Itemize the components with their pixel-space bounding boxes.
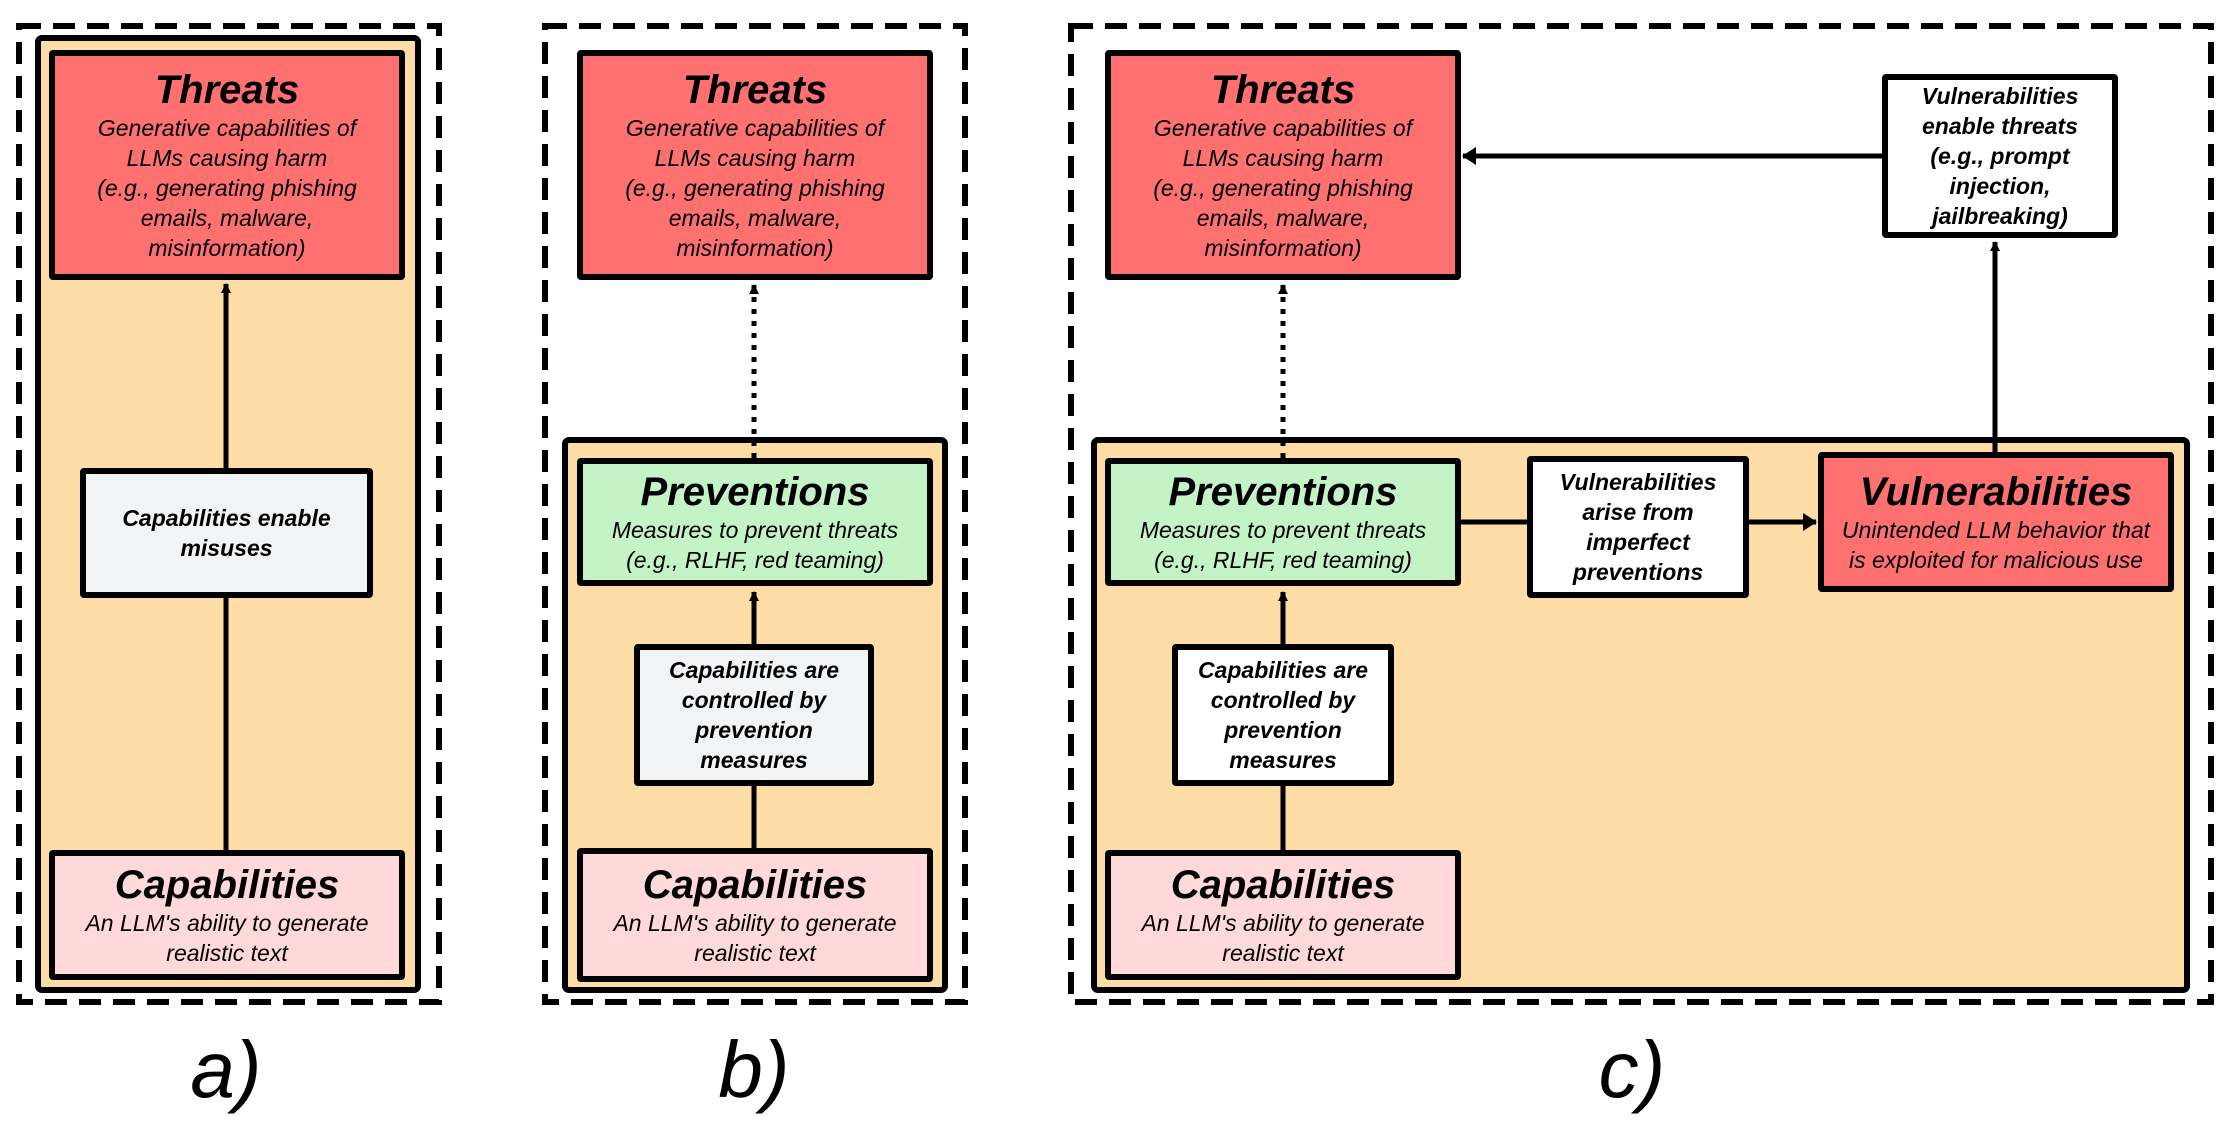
enable-label-line: Vulnerabilities (1921, 83, 2079, 109)
vulnerabilities-title: Vulnerabilities (1859, 470, 2133, 514)
capabilities-desc-line: An LLM's ability to generate (613, 910, 897, 936)
threats-desc-line: misinformation) (1204, 235, 1362, 261)
arise-label-line: arise from (1582, 499, 1694, 525)
panel-b-preventions-box: Preventions Measures to prevent threats … (577, 458, 933, 586)
threats-desc-line: emails, malware, (1196, 205, 1370, 231)
panel-c-capabilities-box: Capabilities An LLM's ability to generat… (1105, 850, 1461, 980)
capabilities-title: Capabilities (642, 863, 868, 907)
threats-title: Threats (1210, 68, 1356, 112)
panel-b-caption: b) (718, 1025, 790, 1114)
panel-c-link-label: Capabilities are controlled by preventio… (1172, 644, 1394, 786)
panel-b-threats-box: Threats Generative capabilities of LLMs … (577, 50, 933, 280)
panel-c-caption: c) (1598, 1025, 1666, 1114)
capabilities-desc-line: realistic text (166, 940, 288, 966)
capabilities-desc-line: realistic text (694, 940, 816, 966)
capabilities-desc-line: An LLM's ability to generate (1141, 910, 1425, 936)
panel-b-frame (542, 23, 968, 1005)
panel-c-frame (1068, 23, 2214, 1005)
panel-a-frame (16, 23, 442, 1005)
panel-c-preventions-box: Preventions Measures to prevent threats … (1105, 458, 1461, 586)
panel-a-link-label: Capabilities enable misuses (80, 468, 373, 598)
preventions-desc-line: Measures to prevent threats (1139, 517, 1427, 543)
arise-label-line: preventions (1572, 559, 1704, 585)
link-label-line: Capabilities are (668, 657, 840, 683)
capabilities-desc-line: realistic text (1222, 940, 1344, 966)
panel-b-capabilities-box: Capabilities An LLM's ability to generat… (577, 848, 933, 982)
link-label-line: controlled by (681, 687, 827, 713)
preventions-desc-line: Measures to prevent threats (611, 517, 899, 543)
enable-label-line: jailbreaking) (1932, 203, 2068, 229)
vulnerabilities-desc-line: Unintended LLM behavior that (1841, 517, 2151, 543)
capabilities-desc-line: An LLM's ability to generate (85, 910, 369, 936)
threats-desc-line: emails, malware, (668, 205, 842, 231)
threats-desc-line: misinformation) (676, 235, 834, 261)
link-label-line: prevention (1224, 717, 1342, 743)
threats-desc-line: (e.g., generating phishing (97, 175, 357, 201)
preventions-title: Preventions (640, 470, 870, 514)
enable-label-line: injection, (1949, 173, 2051, 199)
threats-desc-line: Generative capabilities of (97, 115, 357, 141)
preventions-title: Preventions (1168, 470, 1398, 514)
threats-desc-line: (e.g., generating phishing (625, 175, 885, 201)
panel-b-link-label: Capabilities are controlled by preventio… (634, 644, 874, 786)
threats-desc-line: Generative capabilities of (625, 115, 885, 141)
enable-label-line: enable threats (1922, 113, 2078, 139)
link-label-line: misuses (180, 535, 273, 561)
arise-label-line: Vulnerabilities (1559, 469, 1717, 495)
threats-desc-line: LLMs causing harm (1182, 145, 1384, 171)
panel-c-arise-label: Vulnerabilities arise from imperfect pre… (1527, 456, 1749, 598)
threats-desc-line: (e.g., generating phishing (1153, 175, 1413, 201)
panel-c-threats-box: Threats Generative capabilities of LLMs … (1105, 50, 1461, 280)
link-label-line: controlled by (1210, 687, 1356, 713)
threats-desc-line: misinformation) (148, 235, 306, 261)
panel-c-vulnerabilities-box: Vulnerabilities Unintended LLM behavior … (1818, 452, 2174, 592)
capabilities-title: Capabilities (114, 863, 340, 907)
panel-c-enable-threats-label: Vulnerabilities enable threats (e.g., pr… (1882, 74, 2118, 238)
threats-title: Threats (154, 68, 300, 112)
threats-desc-line: emails, malware, (140, 205, 314, 231)
link-label-line: Capabilities enable (122, 505, 331, 531)
link-label-line: prevention (695, 717, 813, 743)
threats-title: Threats (682, 68, 828, 112)
link-label-line: measures (700, 747, 808, 773)
threats-desc-line: LLMs causing harm (654, 145, 856, 171)
preventions-desc-line: (e.g., RLHF, red teaming) (1154, 547, 1412, 573)
vulnerabilities-desc-line: is exploited for malicious use (1848, 547, 2144, 573)
threats-desc-line: LLMs causing harm (126, 145, 328, 171)
preventions-desc-line: (e.g., RLHF, red teaming) (626, 547, 884, 573)
enable-label-line: (e.g., prompt (1930, 143, 2070, 169)
panel-a-caption: a) (190, 1025, 262, 1114)
link-label-line: measures (1229, 747, 1337, 773)
capabilities-title: Capabilities (1170, 863, 1396, 907)
arise-label-line: imperfect (1586, 529, 1690, 555)
link-label-line: Capabilities are (1197, 657, 1369, 683)
panel-a-capabilities-box: Capabilities An LLM's ability to generat… (49, 850, 405, 980)
panel-a-threats-box: Threats Generative capabilities of LLMs … (49, 50, 405, 280)
threats-desc-line: Generative capabilities of (1153, 115, 1413, 141)
